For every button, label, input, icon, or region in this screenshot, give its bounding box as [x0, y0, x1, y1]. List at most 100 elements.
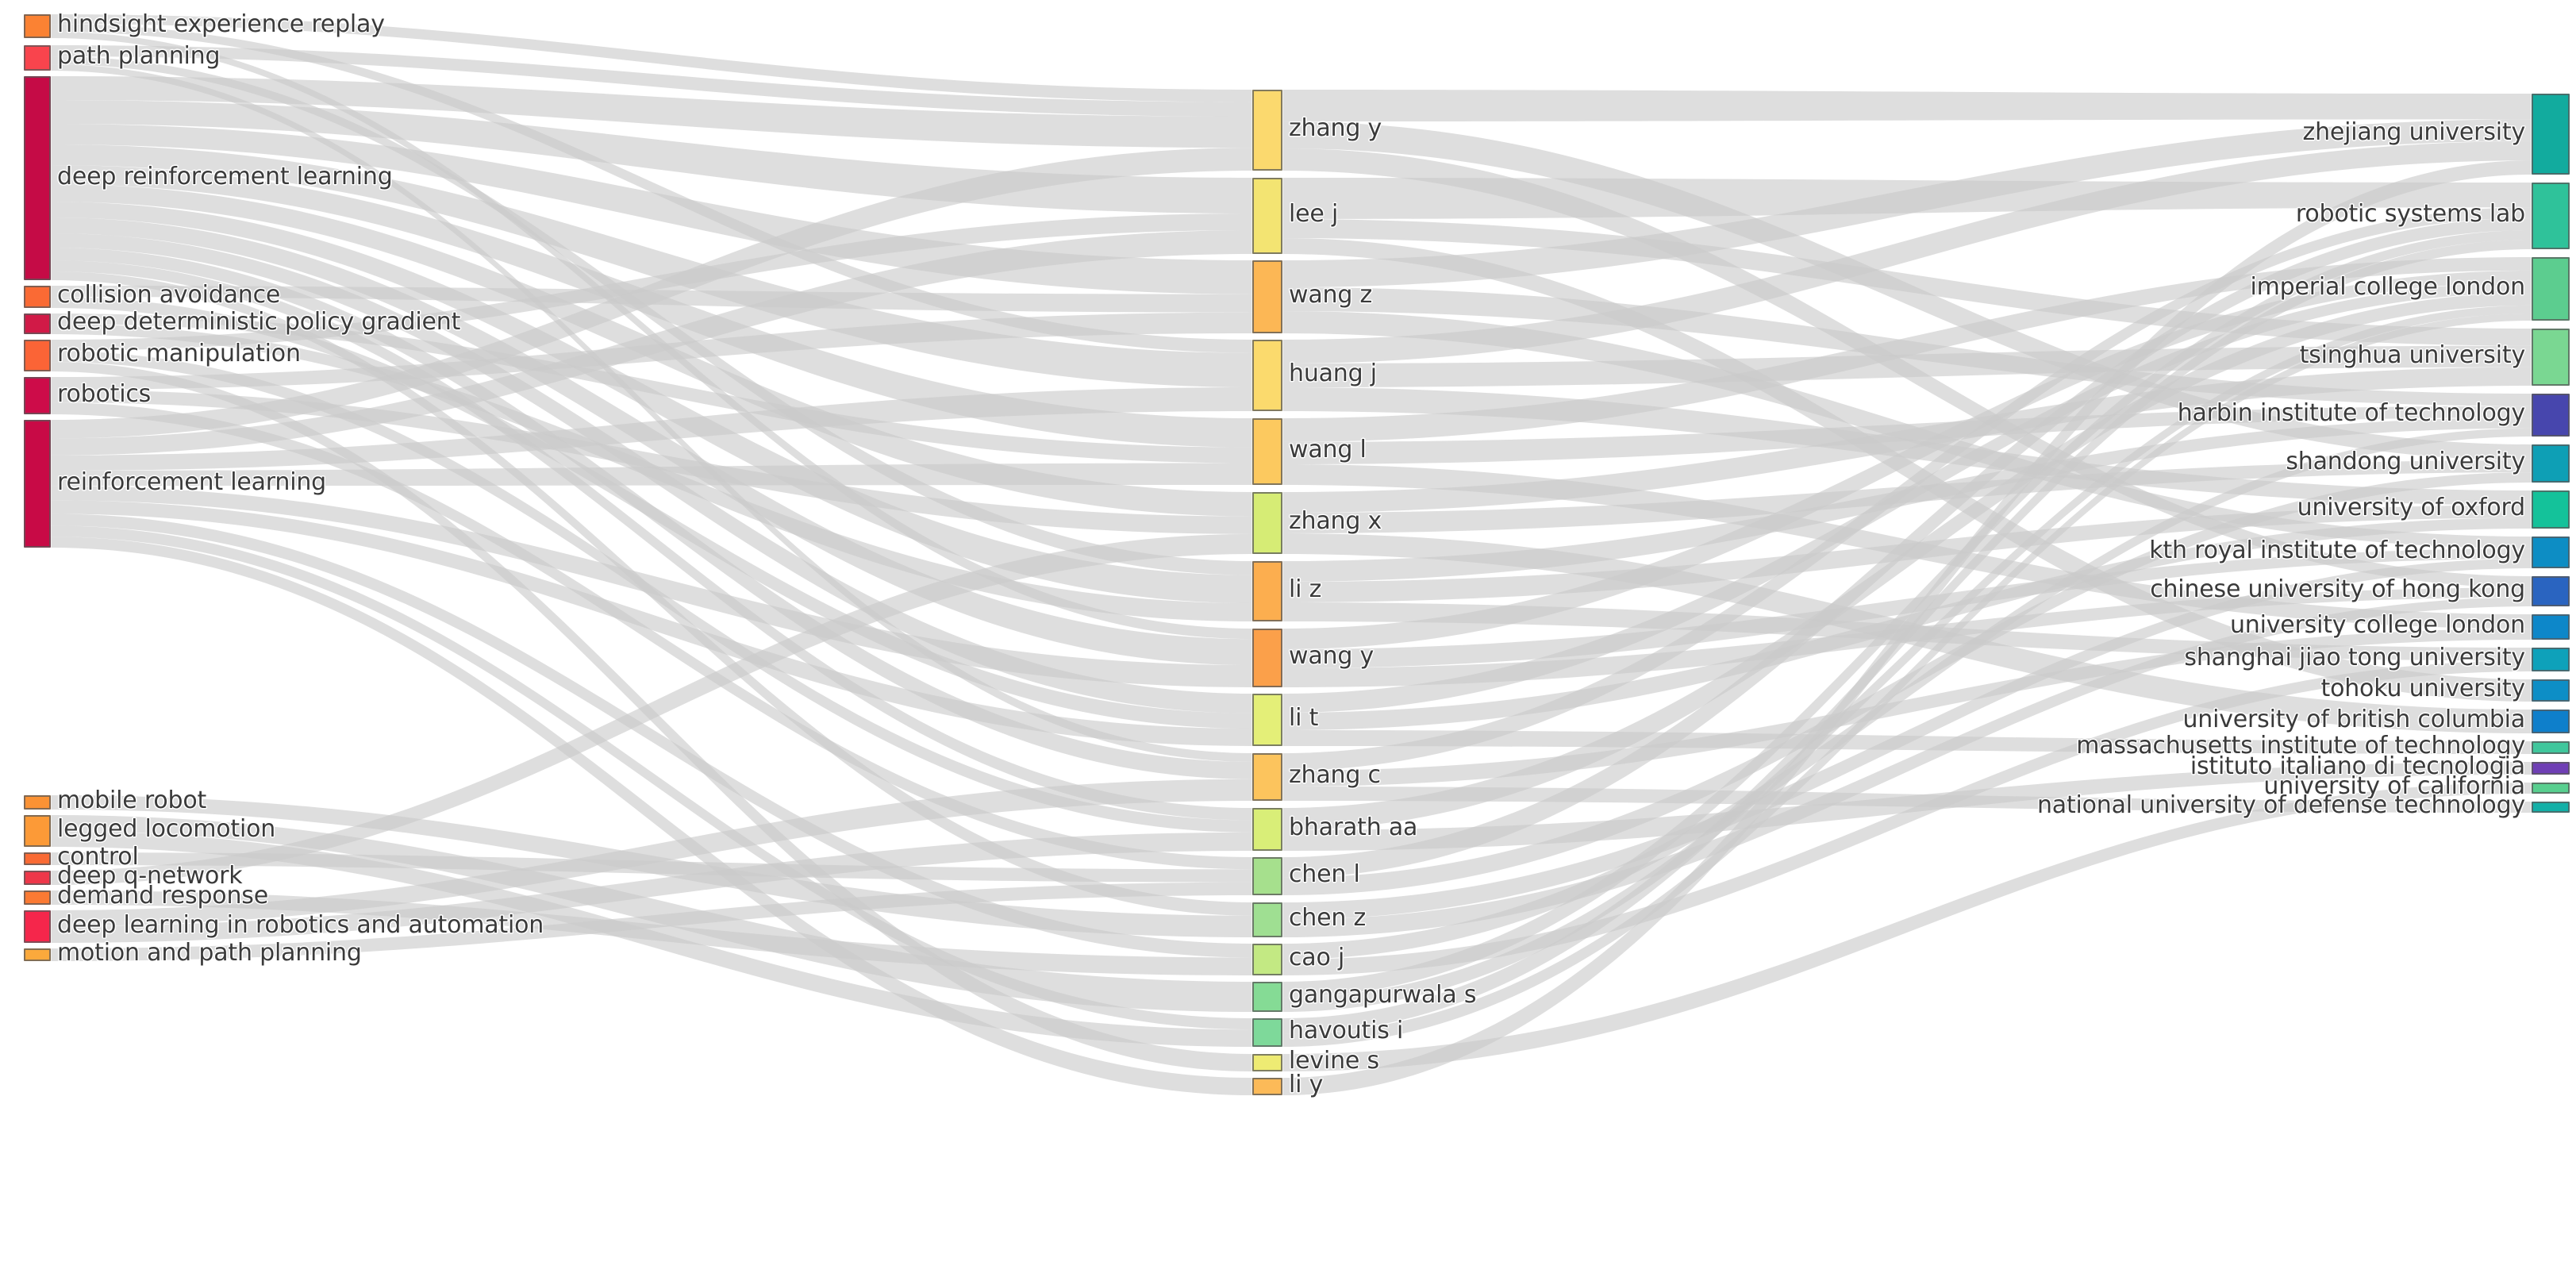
- sankey-link[interactable]: [1282, 257, 2532, 442]
- sankey-link[interactable]: [1282, 783, 2532, 1071]
- sankey-node-keywords[interactable]: [24, 377, 51, 414]
- sankey-link[interactable]: [51, 230, 1252, 456]
- sankey-node-authors[interactable]: [1252, 492, 1282, 554]
- sankey-node-institutions[interactable]: [2532, 679, 2570, 702]
- sankey-link[interactable]: [1282, 230, 2532, 998]
- sankey-node-authors[interactable]: [1252, 694, 1282, 746]
- sankey-node-authors[interactable]: [1252, 1054, 1282, 1071]
- sankey-node-institutions[interactable]: [2532, 710, 2570, 733]
- sankey-link[interactable]: [51, 165, 1252, 448]
- sankey-node-keywords[interactable]: [24, 948, 51, 961]
- sankey-link[interactable]: [51, 533, 1252, 885]
- sankey-node-keywords[interactable]: [24, 890, 51, 905]
- sankey-node-institutions[interactable]: [2532, 741, 2570, 754]
- sankey-link[interactable]: [1282, 559, 2532, 920]
- sankey-link[interactable]: [1282, 270, 2532, 649]
- sankey-link[interactable]: [1282, 629, 2532, 787]
- sankey-node-authors[interactable]: [1252, 90, 1282, 171]
- sankey-node-authors[interactable]: [1252, 808, 1282, 851]
- sankey-node-authors[interactable]: [1252, 260, 1282, 333]
- sankey-node-authors[interactable]: [1252, 902, 1282, 937]
- sankey-node-keywords[interactable]: [24, 286, 51, 308]
- sankey-link[interactable]: [51, 387, 1252, 471]
- sankey-link[interactable]: [1282, 472, 2532, 895]
- sankey-node-keywords[interactable]: [24, 815, 51, 847]
- sankey-link[interactable]: [51, 14, 1252, 102]
- sankey-link[interactable]: [51, 76, 1252, 148]
- sankey-node-institutions[interactable]: [2532, 648, 2570, 671]
- sankey-link[interactable]: [1282, 305, 2532, 1012]
- sankey-node-institutions[interactable]: [2532, 257, 2570, 321]
- sankey-node-authors[interactable]: [1252, 1018, 1282, 1047]
- sankey-node-institutions[interactable]: [2532, 762, 2570, 775]
- sankey-link[interactable]: [51, 260, 1252, 821]
- sankey-node-institutions[interactable]: [2532, 490, 2570, 529]
- sankey-node-keywords[interactable]: [24, 340, 51, 371]
- sankey-node-institutions[interactable]: [2532, 444, 2570, 483]
- sankey-node-authors[interactable]: [1252, 340, 1282, 411]
- sankey-node-authors[interactable]: [1252, 1078, 1282, 1095]
- sankey-node-authors[interactable]: [1252, 944, 1282, 975]
- sankey-node-institutions[interactable]: [2532, 576, 2570, 606]
- sankey-link[interactable]: [1282, 90, 2532, 121]
- sankey-link[interactable]: [51, 537, 1252, 1095]
- sankey-link[interactable]: [1282, 313, 2532, 1047]
- sankey-link[interactable]: [51, 213, 1252, 351]
- sankey-node-institutions[interactable]: [2532, 94, 2570, 175]
- sankey-node-institutions[interactable]: [2532, 802, 2570, 813]
- sankey-link[interactable]: [51, 513, 1252, 958]
- sankey-node-keywords[interactable]: [24, 910, 51, 943]
- sankey-link[interactable]: [1282, 160, 2532, 1096]
- sankey-link[interactable]: [51, 124, 1252, 294]
- sankey-node-authors[interactable]: [1252, 753, 1282, 801]
- sankey-link[interactable]: [1282, 240, 2532, 1034]
- sankey-node-keywords[interactable]: [24, 14, 51, 38]
- sankey-link[interactable]: [1282, 428, 2532, 960]
- sankey-node-institutions[interactable]: [2532, 183, 2570, 249]
- sankey-node-institutions[interactable]: [2532, 394, 2570, 437]
- sankey-link[interactable]: [51, 486, 1252, 687]
- sankey-node-keywords[interactable]: [24, 795, 51, 810]
- sankey-link[interactable]: [51, 500, 1252, 746]
- sankey-node-keywords[interactable]: [24, 76, 51, 280]
- sankey-link[interactable]: [51, 390, 1252, 534]
- sankey-link[interactable]: [51, 313, 1252, 463]
- sankey-node-keywords[interactable]: [24, 313, 51, 334]
- sankey-node-authors[interactable]: [1252, 561, 1282, 621]
- sankey-link[interactable]: [51, 56, 1252, 575]
- sankey-link[interactable]: [1282, 207, 2532, 771]
- sankey-node-keywords[interactable]: [24, 45, 51, 71]
- sankey-node-authors[interactable]: [1252, 178, 1282, 254]
- sankey-link[interactable]: [51, 64, 1252, 762]
- sankey-link[interactable]: [51, 217, 1252, 666]
- sankey-node-institutions[interactable]: [2532, 614, 2570, 640]
- sankey-node-keywords[interactable]: [24, 871, 51, 885]
- sankey-link[interactable]: [51, 890, 1252, 975]
- sankey-node-authors[interactable]: [1252, 982, 1282, 1012]
- sankey-link[interactable]: [1282, 660, 2532, 975]
- sankey-link[interactable]: [1282, 119, 2532, 287]
- sankey-link[interactable]: [1282, 367, 2532, 513]
- sankey-link[interactable]: [1282, 217, 2532, 878]
- sankey-link[interactable]: [51, 24, 1252, 353]
- sankey-link[interactable]: [1282, 238, 2532, 702]
- sankey-link[interactable]: [51, 525, 1252, 1030]
- sankey-link[interactable]: [51, 202, 1252, 604]
- sankey-node-keywords[interactable]: [24, 420, 51, 548]
- sankey-link[interactable]: [51, 148, 1252, 439]
- sankey-link[interactable]: [51, 297, 1252, 729]
- sankey-node-institutions[interactable]: [2532, 537, 2570, 568]
- sankey-node-keywords[interactable]: [24, 852, 51, 865]
- sankey-link[interactable]: [1282, 293, 2532, 830]
- sankey-node-authors[interactable]: [1252, 857, 1282, 895]
- sankey-node-institutions[interactable]: [2532, 329, 2570, 386]
- sankey-link[interactable]: [1282, 597, 2532, 937]
- sankey-link[interactable]: [51, 402, 1252, 870]
- sankey-link[interactable]: [51, 832, 1252, 943]
- sankey-link[interactable]: [1282, 140, 2532, 363]
- sankey-link[interactable]: [51, 882, 1252, 961]
- sankey-link[interactable]: [51, 852, 1252, 883]
- sankey-link[interactable]: [1282, 282, 2532, 713]
- sankey-node-institutions[interactable]: [2532, 783, 2570, 794]
- sankey-link[interactable]: [51, 463, 1252, 487]
